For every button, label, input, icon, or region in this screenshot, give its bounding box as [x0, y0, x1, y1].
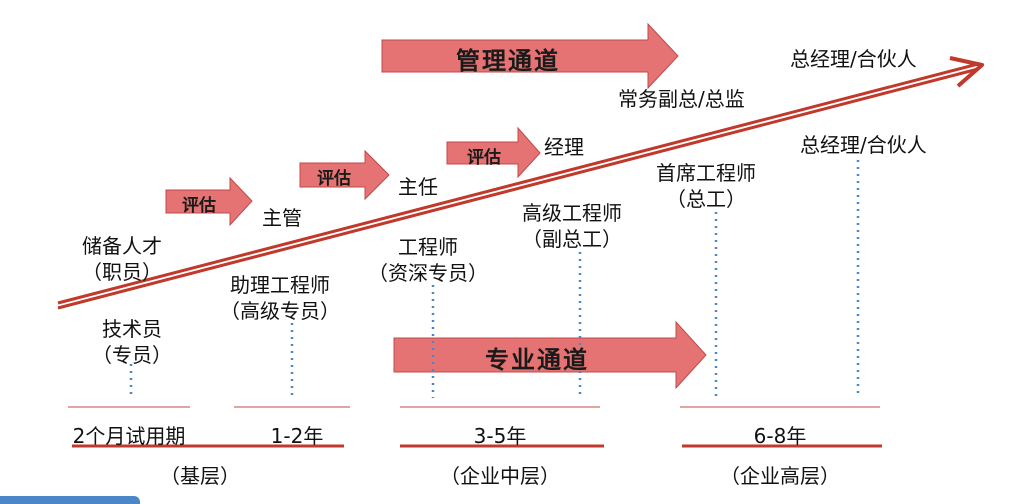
position-supervisor: 主管 — [262, 206, 302, 230]
position-assistant-engineer: 助理工程师 （高级专员） — [220, 272, 340, 324]
evaluate-label-1: 评估 — [182, 196, 216, 216]
management-path-arrow — [381, 22, 679, 90]
position-manager: 经理 — [544, 135, 584, 159]
position-reserve-talent: 储备人才 （职员） — [82, 233, 162, 285]
period-1-2-years: 1-2年 — [270, 424, 324, 448]
position-chief-engineer: 首席工程师 （总工） — [656, 160, 756, 212]
position-director: 主任 — [398, 175, 438, 199]
position-chief-engineer-sub: （总工） — [666, 187, 746, 211]
slide-corner-accent — [0, 496, 140, 504]
position-reserve-talent-title: 储备人才 — [82, 234, 162, 258]
evaluate-arrow-3 — [446, 126, 541, 179]
position-assistant-engineer-title: 助理工程师 — [230, 273, 330, 297]
evaluate-arrow-1 — [165, 176, 253, 227]
position-engineer-sub: （资深专员） — [368, 261, 488, 285]
management-path-label: 管理通道 — [456, 46, 560, 75]
position-chief-engineer-title: 首席工程师 — [656, 161, 756, 185]
stage-basic: （基层） — [160, 464, 240, 488]
period-6-8-years: 6-8年 — [753, 424, 807, 448]
position-engineer: 工程师 （资深专员） — [368, 234, 488, 286]
stage-senior: （企业高层） — [720, 464, 840, 488]
position-technician-title: 技术员 — [102, 317, 162, 341]
evaluate-arrow-2 — [299, 149, 390, 201]
position-gm-partner-top: 总经理/合伙人 — [790, 47, 917, 71]
professional-path-arrow — [393, 320, 707, 390]
position-senior-engineer-sub: （副总工） — [522, 227, 622, 251]
growth-arrow — [57, 56, 984, 310]
position-vp-director: 常务副总/总监 — [618, 87, 745, 111]
period-probation: 2个月试用期 — [72, 424, 186, 448]
evaluate-label-3: 评估 — [467, 148, 501, 168]
stage-middle: （企业中层） — [440, 464, 560, 488]
position-gm-partner-prof: 总经理/合伙人 — [800, 133, 927, 157]
dotted-connectors — [129, 160, 860, 398]
period-3-5-years: 3-5年 — [473, 424, 527, 448]
position-senior-engineer-title: 高级工程师 — [522, 201, 622, 225]
evaluate-label-2: 评估 — [317, 169, 351, 189]
position-technician: 技术员 （专员） — [92, 316, 172, 368]
position-technician-sub: （专员） — [92, 343, 172, 367]
position-assistant-engineer-sub: （高级专员） — [220, 299, 340, 323]
position-engineer-title: 工程师 — [398, 235, 458, 259]
professional-path-label: 专业通道 — [485, 345, 589, 374]
position-reserve-talent-sub: （职员） — [82, 260, 162, 284]
position-senior-engineer: 高级工程师 （副总工） — [522, 200, 622, 252]
